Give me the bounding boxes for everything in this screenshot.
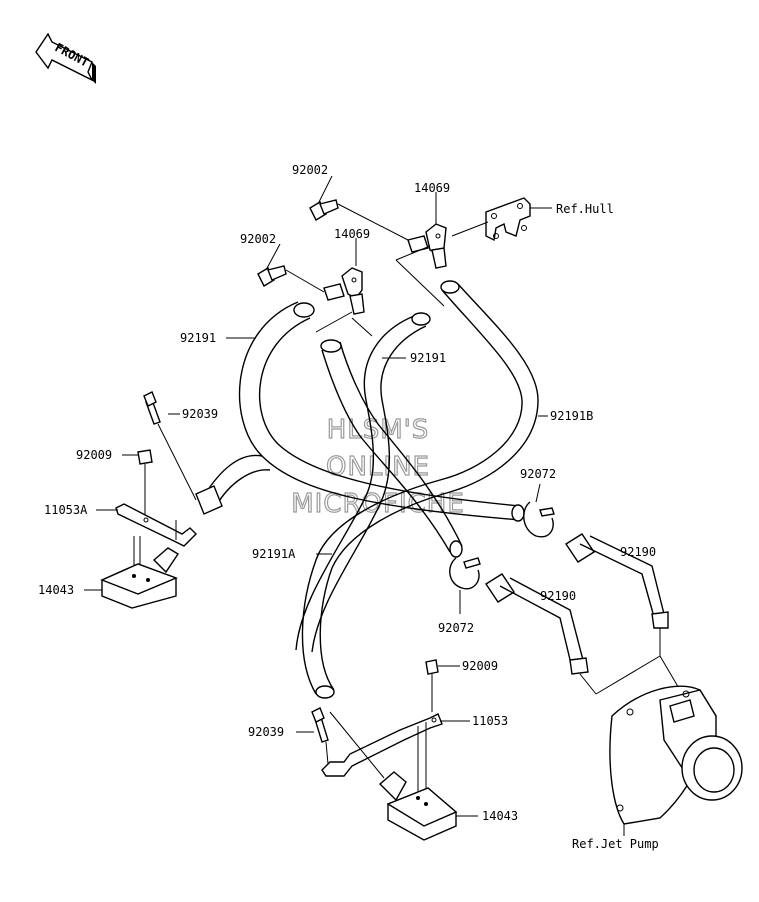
label-ref-jet-pump: Ref.Jet Pump [572,837,659,851]
label-14043-bottom: 14043 [482,809,518,823]
label-14069-left: 14069 [334,227,370,241]
label-11053: 11053 [472,714,508,728]
label-14069-top: 14069 [414,181,450,195]
hose-92190-mid [485,573,589,675]
fitting-14069-top [407,223,447,269]
pin-92039-top [143,391,161,425]
label-14043-left: 14043 [38,583,74,597]
label-92009-left: 92009 [76,448,112,462]
label-92190-right: 92190 [620,545,656,559]
label-ref-hull: Ref.Hull [556,202,614,216]
front-arrow-icon: FRONT [35,32,96,84]
jet-pump [609,685,743,825]
watermark-line-1: HLSM'S [327,415,430,445]
bolt-92009-left [137,449,153,520]
bolt-92002-left [257,265,287,287]
hull-bracket [485,197,531,242]
label-92072-top: 92072 [520,467,556,481]
hose-92191-left [238,301,525,522]
hose-92191b [301,280,539,699]
label-92190-mid: 92190 [540,589,576,603]
watermark: HLSM'S ONLINE MICROFICHE [291,414,465,519]
leader-lines [84,175,548,817]
label-92191a: 92191A [252,547,296,561]
label-11053a: 11053A [44,503,88,517]
bracket-11053a [115,503,197,547]
hose-92191a [195,312,431,653]
bracket-11053 [321,713,443,777]
label-92039-top: 92039 [182,407,218,421]
hose-92191-mid [320,339,463,558]
clamp-92072-top [523,501,555,538]
strainer-14043-bottom [378,771,458,841]
fitting-14069-left [323,267,365,315]
bolt-92009-bottom [425,659,439,712]
label-92002-top: 92002 [292,163,328,177]
pin-92039-bottom [311,707,329,765]
label-92191-left: 92191 [180,331,216,345]
label-92191-mid: 92191 [410,351,446,365]
label-92191b: 92191B [550,409,593,423]
strainer-14043-left [100,547,179,609]
label-92072-bottom: 92072 [438,621,474,635]
label-92009-bottom: 92009 [462,659,498,673]
label-92039-bottom: 92039 [248,725,284,739]
hose-92190-right [565,533,669,629]
clamp-92072-bottom [449,557,481,590]
bolt-92002-top [309,199,339,221]
label-92002-left: 92002 [240,232,276,246]
